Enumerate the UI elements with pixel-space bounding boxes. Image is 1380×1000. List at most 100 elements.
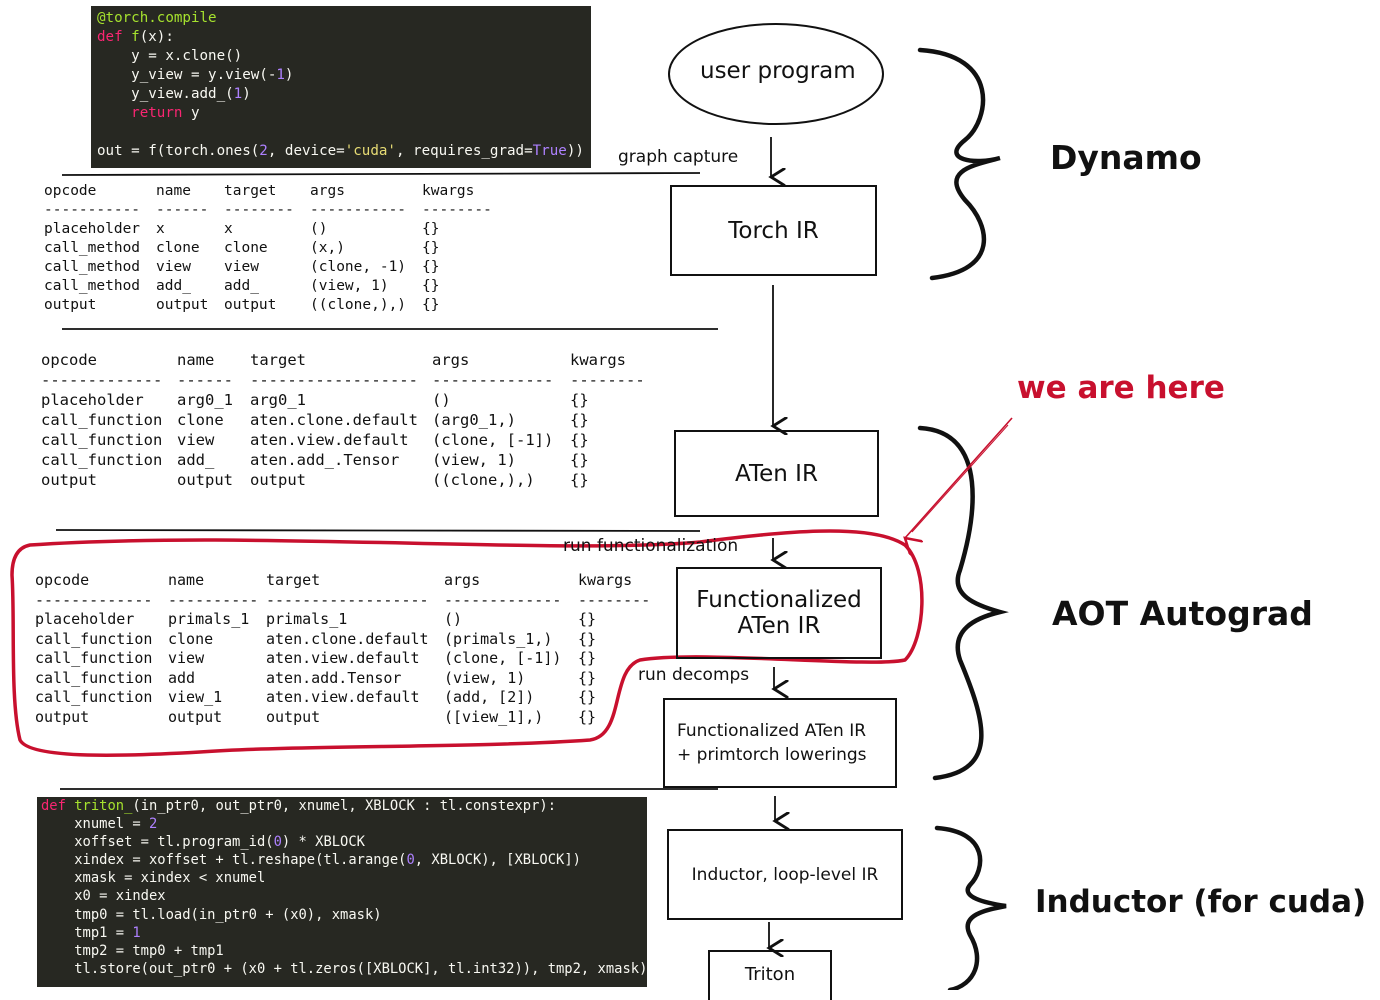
table-cell: (view, 1): [310, 278, 389, 294]
table-divider: --------: [578, 590, 651, 609]
table-cell: aten.view.default: [266, 688, 420, 707]
table-divider: ------------------: [250, 371, 418, 389]
user-program-ellipse: [668, 23, 884, 125]
table-cell: output: [266, 708, 321, 726]
code-token: @torch.compile: [97, 10, 217, 26]
triton-box: Triton: [708, 950, 832, 1000]
torch-ir-label: Torch IR: [728, 217, 819, 244]
table-cell: output: [168, 708, 223, 726]
code-line: tmp1 = 1: [41, 924, 647, 942]
table-cell: output: [177, 471, 233, 489]
code-line: tmp2 = tmp0 + tmp1: [41, 942, 647, 960]
red-highlight-outline: [10, 529, 924, 758]
table-divider: ------: [177, 371, 233, 389]
graph-capture-label: graph capture: [618, 147, 739, 167]
table-divider: ------------------: [266, 590, 429, 609]
table-divider: -----------: [44, 202, 141, 218]
code-block-top: @torch.compile def f(x): y = x.clone() y_…: [91, 6, 591, 168]
inductor-stage-label: Inductor (for cuda): [1035, 884, 1367, 920]
separator-line: [61, 172, 701, 176]
table-cell: (): [310, 221, 328, 237]
table-cell: {}: [578, 649, 597, 668]
code-token: y: [182, 105, 200, 121]
code-token: (x):: [139, 29, 174, 45]
table-cell: (clone, [-1]): [432, 431, 554, 449]
code-token: )): [566, 143, 584, 159]
table-cell: aten.clone.default: [250, 411, 418, 429]
table-cell: view: [156, 259, 191, 275]
table-cell: {}: [578, 629, 597, 648]
table-cell: call_function: [35, 668, 153, 687]
code-token: xoffset = tl.program_id(: [41, 834, 274, 851]
code-token: def: [41, 798, 75, 814]
table-header: kwargs: [570, 351, 626, 369]
table-cell: ([view_1],): [444, 708, 544, 726]
table-header: args: [432, 351, 470, 369]
code-token: x0 = xindex: [41, 888, 166, 905]
table-divider: -------------: [41, 371, 163, 389]
table-header: name: [168, 571, 205, 589]
table-cell: add_: [156, 278, 191, 294]
run-functionalization-label: run functionalization: [563, 536, 739, 556]
table-header: target: [266, 571, 321, 589]
table-cell: primals_1: [168, 610, 250, 628]
table-divider: --------: [224, 202, 294, 218]
table-divider: -----------: [310, 202, 407, 218]
code-line: @torch.compile: [97, 9, 591, 28]
inductor-ir-label: Inductor, loop-level IR: [691, 864, 879, 885]
code-token: tl.store(out_ptr0 + (x0 + tl.zeros([XBLO…: [41, 960, 648, 977]
primtorch-box: Functionalized ATen IR + primtorch lower…: [663, 698, 897, 788]
table-cell: {}: [570, 391, 589, 409]
table-cell: (clone, -1): [310, 259, 407, 275]
table-cell: ((clone,),): [310, 297, 407, 313]
aot-autograd-brace: [917, 425, 1009, 781]
table-cell: (clone, [-1]): [444, 649, 562, 668]
code-token: True: [532, 143, 567, 159]
code-line: def f(x):: [97, 28, 591, 47]
table-cell: x: [156, 221, 165, 237]
table-cell: add: [168, 668, 196, 687]
dynamo-brace: [917, 47, 1001, 281]
code-line: out = f(torch.ones(2, device='cuda', req…: [97, 142, 591, 161]
primtorch-label-line2: + primtorch lowerings: [677, 745, 867, 765]
triton-label: Triton: [744, 964, 796, 985]
table-cell: aten.add.Tensor: [266, 668, 402, 687]
we-are-here-arrow-shadow: [911, 424, 1009, 533]
code-line: def triton_(in_ptr0, out_ptr0, xnumel, X…: [41, 797, 647, 815]
table-cell: {}: [570, 471, 589, 489]
code-token: 2: [148, 816, 158, 833]
code-token: y_view.add_(: [97, 86, 234, 102]
table-cell: arg0_1: [250, 391, 306, 409]
table-cell: aten.view.default: [250, 431, 409, 449]
table-cell: {}: [578, 708, 597, 726]
table-cell: {}: [578, 668, 597, 687]
aot-autograd-label: AOT Autograd: [1052, 594, 1313, 633]
functionalized-label-line1: Functionalized: [696, 587, 862, 613]
code-line: xmask = xindex < xnumel: [41, 869, 647, 887]
table-header: name: [156, 183, 191, 199]
we-are-here-label: we are here: [1017, 370, 1225, 406]
table-cell: {}: [570, 431, 589, 449]
table-cell: add_: [224, 278, 259, 294]
code-line: y = x.clone(): [97, 47, 591, 66]
table-cell: {}: [578, 610, 597, 628]
table-cell: {}: [422, 221, 440, 237]
code-line: y_view.add_(1): [97, 85, 591, 104]
table-divider: -------------: [444, 590, 562, 609]
code-token: 1: [233, 86, 243, 102]
table-cell: aten.view.default: [266, 649, 420, 668]
code-token: 2: [259, 143, 268, 159]
table-cell: clone: [177, 411, 224, 429]
code-line: tl.store(out_ptr0 + (x0 + tl.zeros([XBLO…: [41, 960, 647, 978]
code-token: y_view = y.view(-: [97, 67, 277, 83]
table-cell: ((clone,),): [432, 471, 535, 489]
code-line: return y: [97, 104, 591, 123]
table-cell: {}: [422, 278, 440, 294]
table-divider: ----------: [168, 590, 259, 609]
table-divider: --------: [422, 202, 492, 218]
table-cell: add_: [177, 451, 215, 469]
table-cell: output: [250, 471, 306, 489]
code-line: x0 = xindex: [41, 887, 647, 905]
